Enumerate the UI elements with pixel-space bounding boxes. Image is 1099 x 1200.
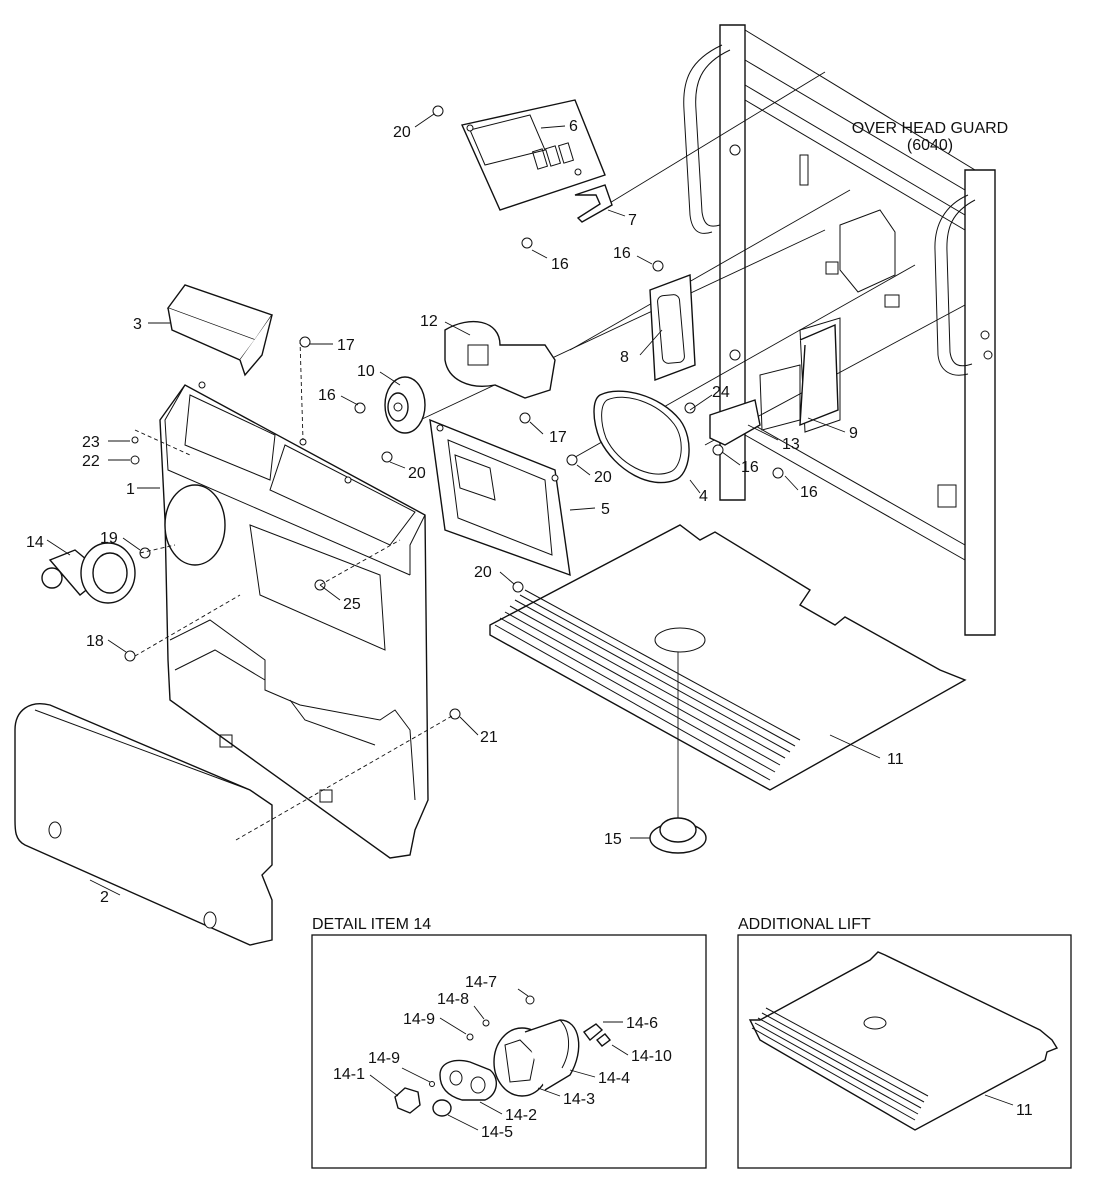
- detail-callout-14-6: 14-6: [626, 1015, 658, 1032]
- callout-7: 7: [628, 212, 637, 229]
- detail-callout-14-9a: 14-9: [403, 1011, 435, 1028]
- callout-9: 9: [849, 425, 858, 442]
- detail-title: DETAIL ITEM 14: [312, 916, 431, 933]
- callout-24: 24: [712, 384, 730, 401]
- callout-20d: 20: [474, 564, 492, 581]
- callout-19: 19: [100, 530, 118, 547]
- callout-labels: 1 2 3 4 5 6 7 8 9 10 11 12 13 14 15 16 1…: [26, 118, 904, 906]
- guard-label-line2: (6040): [907, 137, 953, 154]
- additional-title: ADDITIONAL LIFT: [738, 916, 871, 933]
- callout-16d: 16: [741, 459, 759, 476]
- callout-15: 15: [604, 831, 622, 848]
- callout-18: 18: [86, 633, 104, 650]
- leader-lines: [46, 113, 881, 896]
- detail-callout-14-9b: 14-9: [368, 1050, 400, 1067]
- part-2-lower-cover: [14, 703, 273, 946]
- callout-6: 6: [569, 118, 578, 135]
- callout-10: 10: [357, 363, 375, 380]
- callout-11: 11: [887, 751, 904, 768]
- part-12-bracket-box: [444, 320, 556, 399]
- dashed-assembly-lines: [134, 339, 453, 841]
- part-1-main-panel: [159, 381, 429, 859]
- callout-3: 3: [133, 316, 142, 333]
- overhead-guard-frame: [683, 24, 996, 636]
- callout-17a: 17: [337, 337, 355, 354]
- detail-callout-14-10: 14-10: [631, 1048, 672, 1065]
- callout-8: 8: [620, 349, 629, 366]
- detail-callout-14-8: 14-8: [437, 991, 469, 1008]
- callout-16a: 16: [551, 256, 569, 273]
- part-8-plate: [649, 274, 696, 381]
- part-14-rotary-switch: [41, 542, 136, 604]
- part-9-bracket: [799, 323, 839, 427]
- callout-2: 2: [100, 889, 109, 906]
- callout-22: 22: [82, 453, 100, 470]
- part-5-cover-plate: [429, 418, 571, 577]
- callout-23: 23: [82, 434, 100, 451]
- callout-21: 21: [480, 729, 498, 746]
- guard-label-line1: OVER HEAD GUARD: [852, 120, 1008, 137]
- callout-20b: 20: [408, 465, 426, 482]
- callout-20a: 20: [393, 124, 411, 141]
- callout-16e: 16: [800, 484, 818, 501]
- detail-callout-14-7: 14-7: [465, 974, 497, 991]
- detail-callout-14-5: 14-5: [481, 1124, 513, 1141]
- callout-20c: 20: [594, 469, 612, 486]
- guard-label: OVER HEAD GUARD (6040): [852, 120, 1008, 154]
- callout-4: 4: [699, 488, 708, 505]
- part-3-tray: [166, 284, 274, 377]
- part-4-gasket: [593, 390, 690, 484]
- part-13-plate: [709, 399, 761, 446]
- callout-14: 14: [26, 534, 44, 551]
- detail-callout-14-3: 14-3: [563, 1091, 595, 1108]
- callout-17b: 17: [549, 429, 567, 446]
- callout-12: 12: [420, 313, 438, 330]
- detail-callout-14-4: 14-4: [598, 1070, 630, 1087]
- part-6-switch-panel: [461, 99, 606, 211]
- part-7-bracket: [574, 184, 613, 223]
- callout-25: 25: [343, 596, 361, 613]
- callout-5: 5: [601, 501, 610, 518]
- additional-lift-panel: ADDITIONAL LIFT 11: [737, 916, 1072, 1169]
- callout-1: 1: [126, 481, 135, 498]
- detail-item-14-panel: DETAIL ITEM 14 14-7: [311, 916, 707, 1169]
- detail-callout-14-2: 14-2: [505, 1107, 537, 1124]
- part-10-knob: [384, 376, 426, 434]
- part-15-foot-switch: [649, 817, 707, 854]
- part-11-step-mat: [489, 524, 967, 820]
- callout-16c: 16: [318, 387, 336, 404]
- callout-16b: 16: [613, 245, 631, 262]
- detail-callout-14-1: 14-1: [333, 1066, 365, 1083]
- additional-callout-11: 11: [1016, 1102, 1033, 1119]
- callout-13: 13: [782, 436, 800, 453]
